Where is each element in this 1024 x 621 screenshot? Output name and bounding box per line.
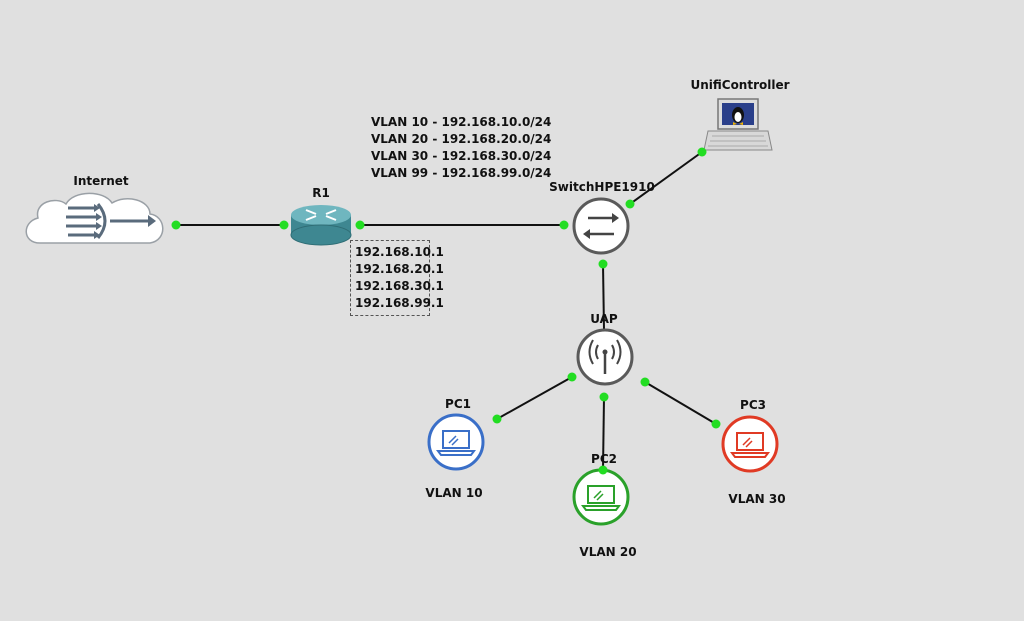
pc1-label: PC1 bbox=[445, 397, 471, 411]
r1-address: 192.168.20.1 bbox=[355, 262, 444, 276]
laptop-icon bbox=[721, 415, 779, 473]
r1-node[interactable] bbox=[290, 205, 352, 246]
port-dot[interactable] bbox=[711, 419, 721, 429]
vlan-note-line: VLAN 30 - 192.168.30.0/24 bbox=[371, 149, 552, 163]
vlan-subnet-note: VLAN 10 - 192.168.10.0/24 VLAN 20 - 192.… bbox=[371, 114, 551, 182]
port-dot[interactable] bbox=[625, 199, 635, 209]
port-dot[interactable] bbox=[559, 220, 569, 230]
port-dot[interactable] bbox=[599, 392, 609, 402]
uap-node[interactable] bbox=[576, 328, 634, 386]
internet-label: Internet bbox=[73, 174, 129, 188]
router-icon bbox=[290, 205, 352, 246]
laptop-icon bbox=[572, 468, 630, 526]
pc3-node[interactable] bbox=[721, 415, 779, 473]
port-dot[interactable] bbox=[567, 372, 577, 382]
switch-icon bbox=[572, 197, 630, 255]
cloud-icon bbox=[25, 192, 164, 244]
ports bbox=[171, 147, 721, 475]
links bbox=[176, 151, 717, 471]
r1-address: 192.168.30.1 bbox=[355, 279, 444, 293]
pc2-label: PC2 bbox=[591, 452, 617, 466]
port-dot[interactable] bbox=[598, 465, 608, 475]
controller-label: UnifiController bbox=[690, 78, 790, 92]
port-dot[interactable] bbox=[492, 414, 502, 424]
port-dot[interactable] bbox=[697, 147, 707, 157]
controller-node[interactable] bbox=[703, 98, 773, 151]
linux-laptop-icon bbox=[703, 98, 773, 151]
link-switch-controller[interactable] bbox=[629, 151, 703, 205]
laptop-icon bbox=[427, 413, 485, 471]
vlan-note-line: VLAN 20 - 192.168.20.0/24 bbox=[371, 132, 552, 146]
port-dot[interactable] bbox=[171, 220, 181, 230]
pc2-node[interactable] bbox=[572, 468, 630, 526]
switch-node[interactable] bbox=[572, 197, 630, 255]
link-switch-uap[interactable] bbox=[602, 263, 605, 331]
internet-node[interactable] bbox=[25, 192, 164, 244]
pc1-node[interactable] bbox=[427, 413, 485, 471]
link-uap-pc1[interactable] bbox=[496, 376, 573, 420]
link-uap-pc3[interactable] bbox=[644, 381, 717, 425]
port-dot[interactable] bbox=[640, 377, 650, 387]
pc3-label: PC3 bbox=[740, 398, 766, 412]
pc1-vlan-label: VLAN 10 bbox=[425, 486, 483, 500]
r1-address: 192.168.10.1 bbox=[355, 245, 444, 259]
uap-label: UAP bbox=[590, 312, 618, 326]
port-dot[interactable] bbox=[355, 220, 365, 230]
port-dot[interactable] bbox=[598, 259, 608, 269]
r1-address: 192.168.99.1 bbox=[355, 296, 444, 310]
pc2-vlan-label: VLAN 20 bbox=[579, 545, 637, 559]
vlan-note-line: VLAN 99 - 192.168.99.0/24 bbox=[371, 166, 552, 180]
switch-label: SwitchHPE1910 bbox=[549, 180, 655, 194]
pc3-vlan-label: VLAN 30 bbox=[728, 492, 786, 506]
wireless-ap-icon bbox=[576, 328, 634, 386]
vlan-note-line: VLAN 10 - 192.168.10.0/24 bbox=[371, 115, 552, 129]
r1-label: R1 bbox=[312, 186, 330, 200]
r1-address-box: 192.168.10.1 192.168.20.1 192.168.30.1 1… bbox=[350, 240, 444, 316]
port-dot[interactable] bbox=[279, 220, 289, 230]
link-uap-pc2[interactable] bbox=[602, 396, 605, 471]
